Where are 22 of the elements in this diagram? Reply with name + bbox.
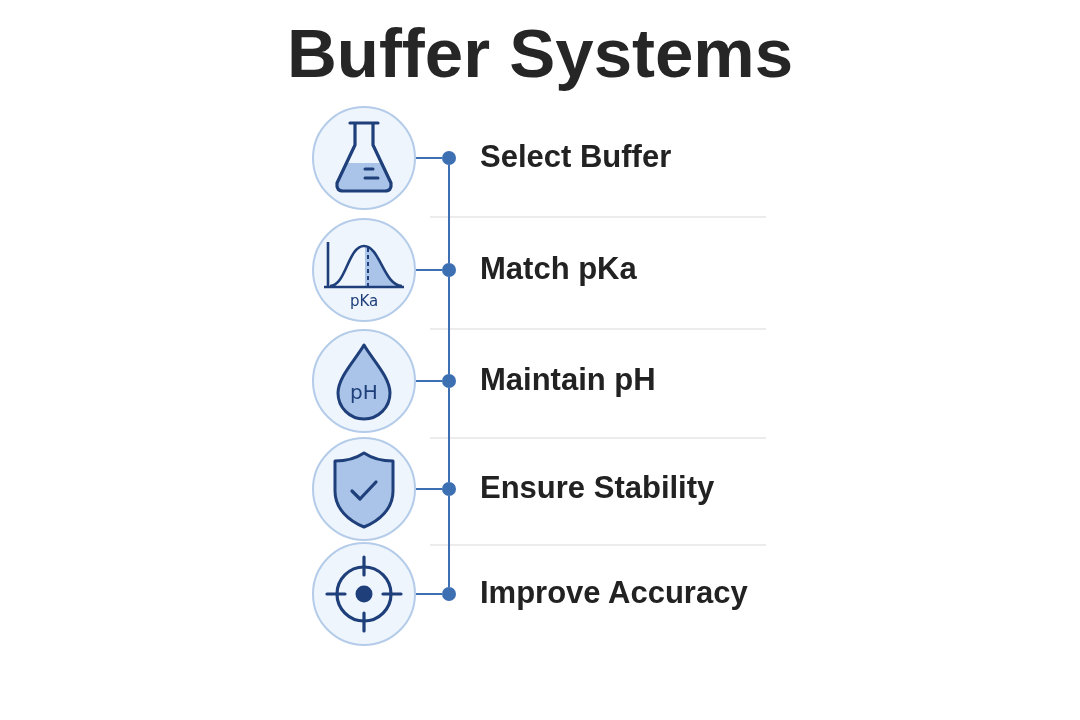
connector-line (415, 488, 443, 490)
connector-line (448, 276, 450, 375)
timeline-dot (442, 482, 456, 496)
step-label: Select Buffer (480, 139, 672, 175)
icon-caption: pKa (350, 292, 379, 310)
connector-line (448, 387, 450, 483)
timeline-dot (442, 587, 456, 601)
connector-line (415, 269, 443, 271)
step-label: Ensure Stability (480, 470, 715, 506)
step-label: Improve Accuracy (480, 575, 748, 611)
icon-caption: pH (350, 380, 378, 404)
connector-line (415, 593, 443, 595)
connector-line (448, 495, 450, 588)
timeline-dot (442, 374, 456, 388)
title: Buffer Systems (286, 14, 794, 94)
connector-line (448, 164, 450, 264)
connector-line (415, 380, 443, 382)
timeline-dot (442, 151, 456, 165)
timeline-dot (442, 263, 456, 277)
step-label: Maintain pH (480, 362, 656, 398)
connector-line (415, 157, 443, 159)
step-label: Match pKa (480, 251, 637, 287)
